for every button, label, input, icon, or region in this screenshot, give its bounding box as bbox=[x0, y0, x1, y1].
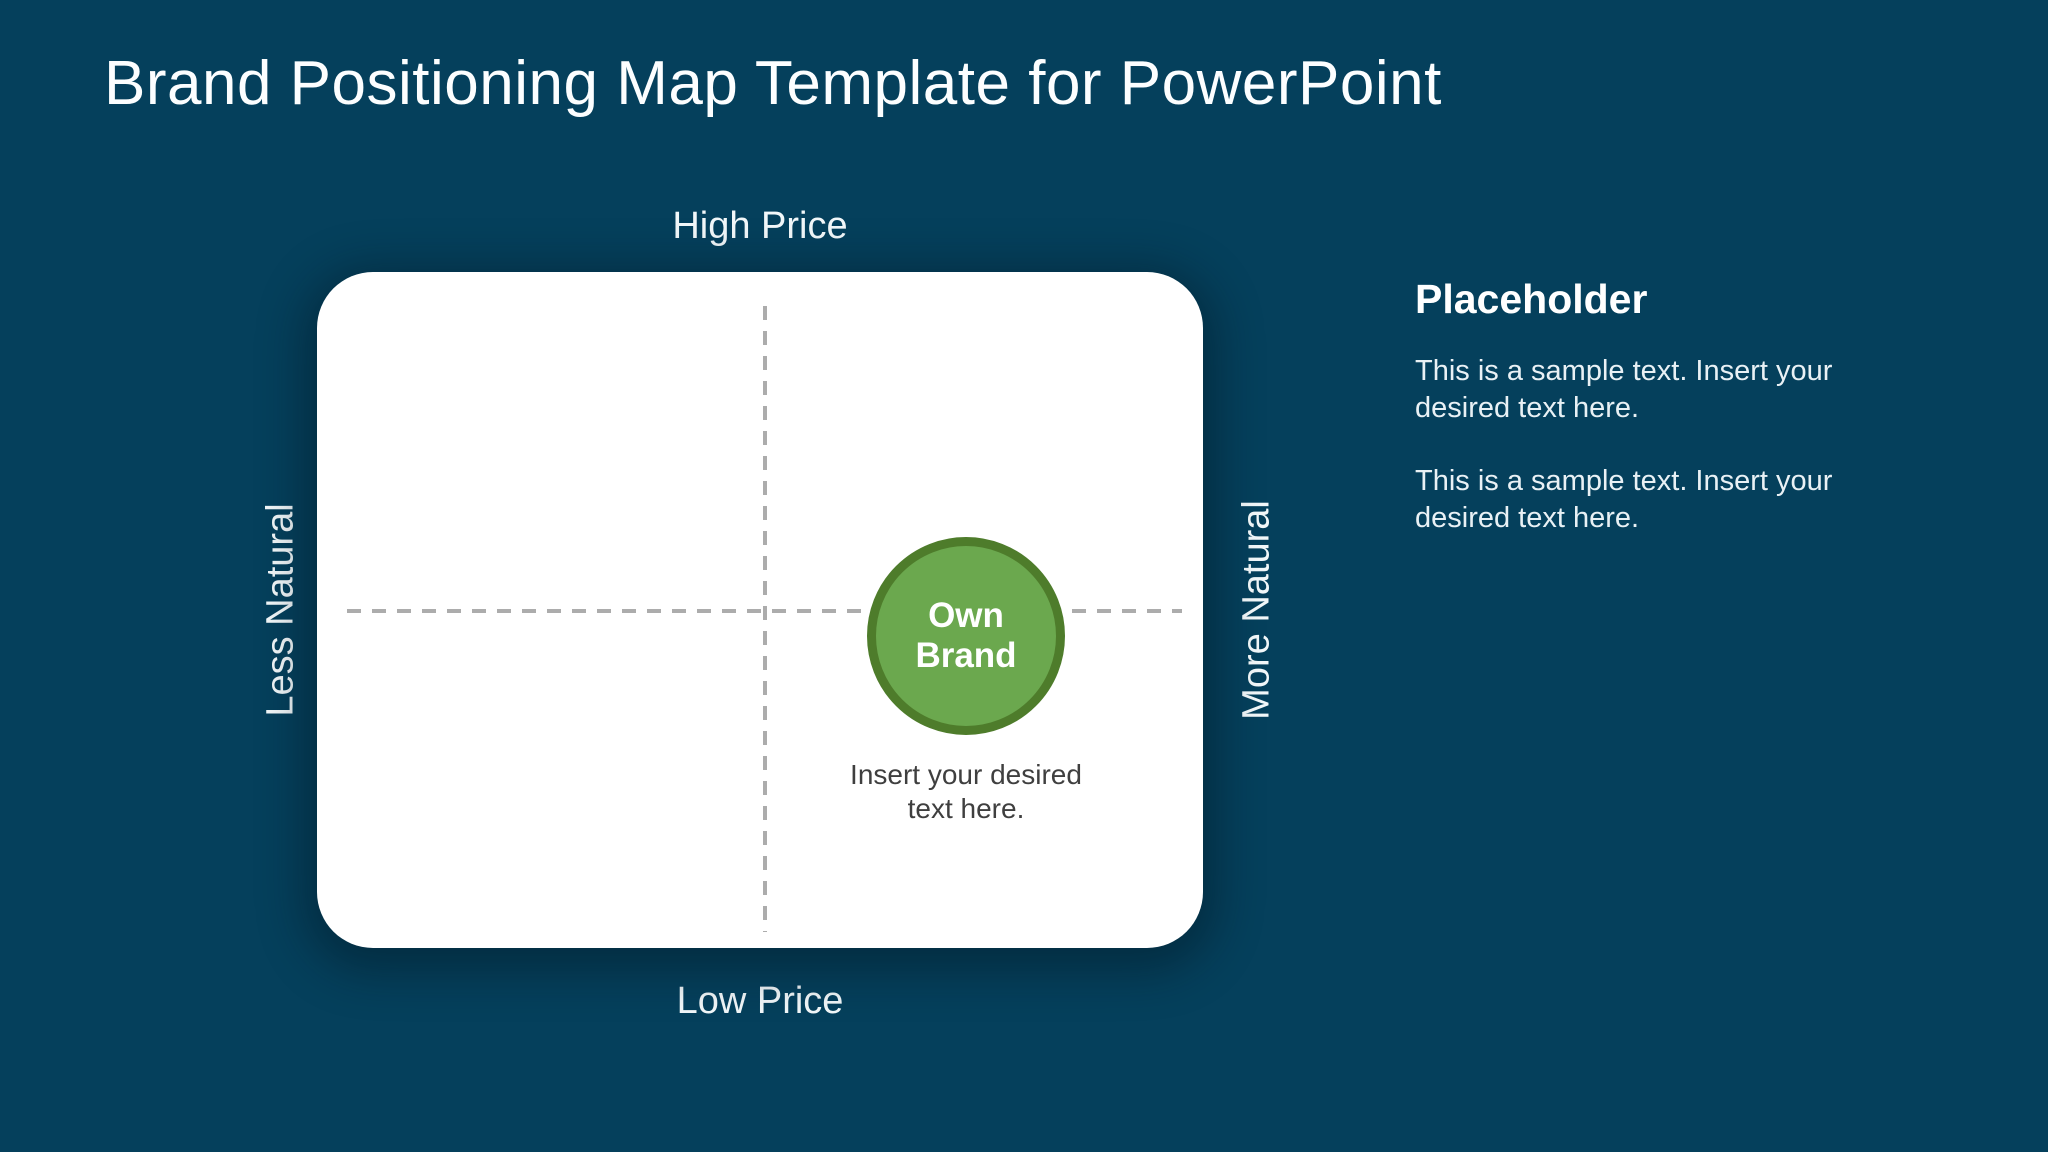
vertical-divider-dashed-line bbox=[763, 306, 767, 932]
axis-label-high-price: High Price bbox=[672, 205, 848, 247]
placeholder-text-block: Placeholder This is a sample text. Inser… bbox=[1415, 276, 1895, 573]
own-brand-label: Own Brand bbox=[915, 595, 1017, 675]
axis-label-more-natural: More Natural bbox=[1235, 500, 1278, 720]
sidebar-paragraph: This is a sample text. Insert your desir… bbox=[1415, 465, 1833, 534]
page-title: Brand Positioning Map Template for Power… bbox=[104, 49, 1442, 118]
axis-label-less-natural: Less Natural bbox=[259, 503, 302, 717]
horizontal-divider-dashed-line bbox=[347, 609, 1182, 613]
axis-label-low-price: Low Price bbox=[676, 980, 844, 1022]
quadrant-panel: Own Brand Insert your desired text here. bbox=[317, 272, 1203, 948]
sidebar-paragraph: This is a sample text. Insert your desir… bbox=[1415, 355, 1833, 424]
own-brand-marker: Own Brand bbox=[867, 537, 1065, 735]
marker-caption: Insert your desired text here. bbox=[850, 759, 1082, 824]
sidebar-heading: Placeholder bbox=[1415, 276, 1648, 322]
